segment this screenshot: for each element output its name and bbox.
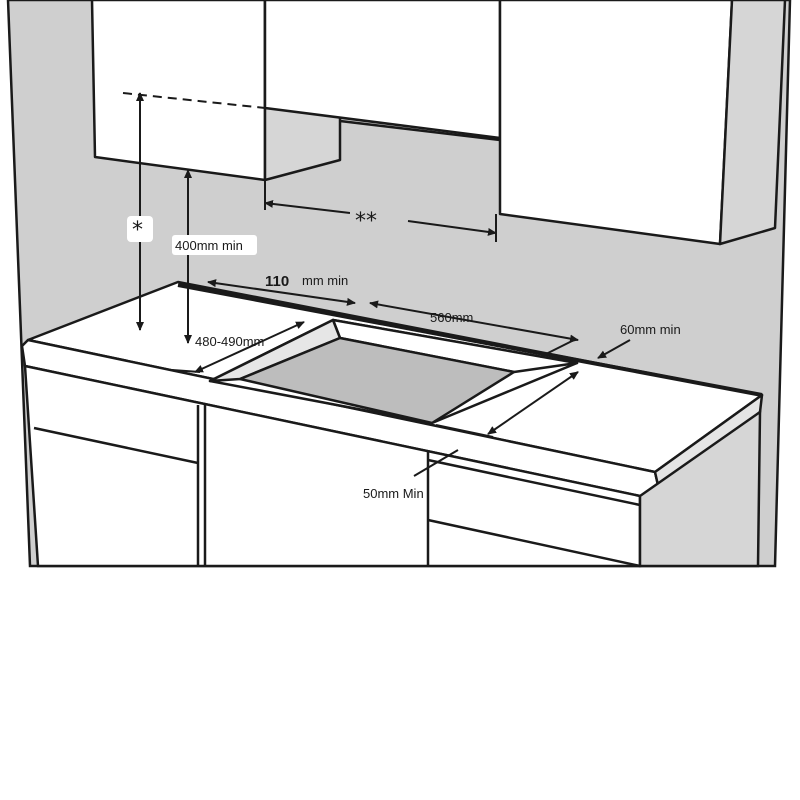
left-upper-cabinet [90,0,267,182]
dim-480mm [194,321,305,373]
double-star-label-bg [350,205,406,231]
min-height-label: 400mm min [175,238,243,253]
dim-560mm-ext [539,338,577,358]
rear-clearance-value: 110 [265,273,289,290]
min-height-label-bg [172,235,257,255]
dim-60mm [597,339,631,359]
dim-star-dashed-ref [122,92,266,109]
star-label-bg [127,216,153,242]
right-cabinet-side [718,0,787,246]
cutout-width-label: 560mm [430,310,473,325]
cutout-depth-label: 480-490mm [195,334,264,349]
dim-560mm [369,300,579,343]
dim-110mm [207,279,356,306]
rear-clearance-unit: mm min [302,273,348,288]
star-single-label: * [132,218,143,243]
dim-50mm-leader [413,449,459,477]
dimension-lines [122,92,631,477]
dim-double-star-right [407,220,497,236]
upper-cabinets [90,0,787,246]
hood-underside [339,119,501,142]
side-clearance-label: 60mm min [620,322,681,337]
right-upper-cabinet [498,0,734,246]
dim-front [487,371,579,435]
dim-480mm-ext [171,369,201,373]
dim-double-star [264,199,351,214]
front-clearance-label: 50mm Min [363,486,424,501]
base-cabinet-right-side [638,409,762,568]
star-double-label: ** [355,209,377,234]
cabinet-door-lines [33,405,641,568]
dim-front-tick [435,424,494,438]
